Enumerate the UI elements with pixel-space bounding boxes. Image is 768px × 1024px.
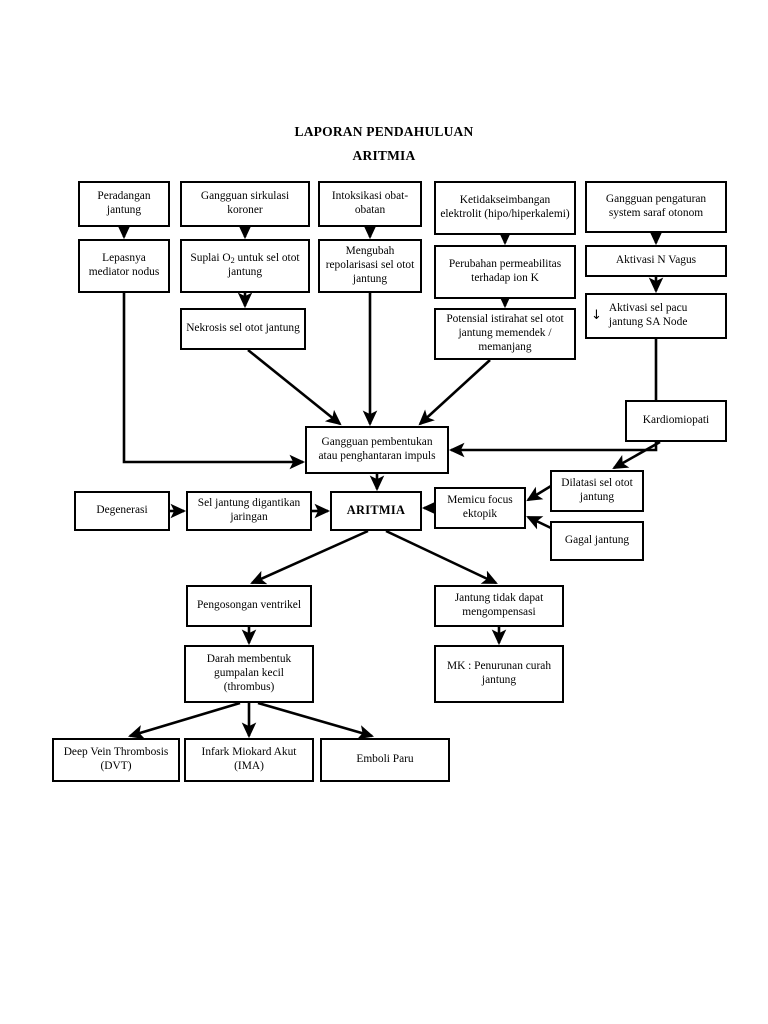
node-deep-vein-thrombosis[interactable]: Deep Vein Thrombosis (DVT) (52, 738, 180, 782)
node-label: Nekrosis sel otot jantung (186, 322, 300, 335)
node-aktivasi-n-vagus[interactable]: Aktivasi N Vagus (585, 245, 727, 277)
node-intoksikasi-obat-obatan[interactable]: Intoksikasi obat-obatan (318, 181, 422, 227)
node-mengubah-repolarisasi[interactable]: Mengubah repolarisasi sel otot jantung (318, 239, 422, 293)
node-lepasnya-mediator-nodus[interactable]: Lepasnya mediator nodus (78, 239, 170, 293)
node-gangguan-pembentukan-impuls[interactable]: Gangguan pembentukan atau penghantaran i… (305, 426, 449, 474)
page-subtitle: ARITMIA (352, 148, 416, 163)
node-label: Aktivasi sel pacu jantung SA Node (608, 302, 688, 328)
node-infark-miokard-akut[interactable]: Infark Miokard Akut (IMA) (184, 738, 314, 782)
node-label: Deep Vein Thrombosis (DVT) (63, 746, 169, 772)
node-label: Suplai O2 untuk sel otot jantung (190, 252, 300, 279)
node-label: Sel jantung digantikan jaringan (197, 497, 301, 523)
node-kardiomiopati[interactable]: Kardiomiopati (625, 400, 727, 442)
down-arrow-icon: ↓ (591, 308, 602, 324)
node-perubahan-permeabilitas-ion-k[interactable]: Perubahan permeabilitas terhadap ion K (434, 245, 576, 299)
node-label: Gangguan pembentukan atau penghantaran i… (318, 436, 436, 462)
node-gangguan-sirkulasi-koroner[interactable]: Gangguan sirkulasi koroner (180, 181, 310, 227)
node-aritmia[interactable]: ARITMIA (330, 491, 422, 531)
node-label: Emboli Paru (356, 753, 414, 766)
node-label: Lepasnya mediator nodus (88, 252, 160, 278)
node-gangguan-pengaturan-saraf-otonom[interactable]: Gangguan pengaturan system saraf otonom (585, 181, 727, 233)
node-jantung-tidak-dapat-mengompensasi[interactable]: Jantung tidak dapat mengompensasi (434, 585, 564, 627)
node-dilatasi-sel-otot-jantung[interactable]: Dilatasi sel otot jantung (550, 470, 644, 512)
node-label: Memicu focus ektopik (447, 494, 513, 520)
node-label: Darah membentuk gumpalan kecil (thrombus… (206, 653, 292, 693)
node-potensial-istirahat-sel[interactable]: Potensial istirahat sel otot jantung mem… (434, 308, 576, 360)
node-ketidakseimbangan-elektrolit[interactable]: Ketidakseimbangan elektrolit (hipo/hiper… (434, 181, 576, 235)
node-sel-jantung-digantikan-jaringan[interactable]: Sel jantung digantikan jaringan (186, 491, 312, 531)
node-label: Gagal jantung (564, 534, 630, 547)
node-label: Mengubah repolarisasi sel otot jantung (325, 245, 415, 285)
node-label: Infark Miokard Akut (IMA) (201, 746, 297, 772)
node-mk-penurunan-curah-jantung[interactable]: MK : Penurunan curah jantung (434, 645, 564, 703)
page-title: LAPORAN PENDAHULUAN (294, 124, 474, 139)
node-label: Degenerasi (96, 504, 148, 517)
node-label: Jantung tidak dapat mengompensasi (454, 592, 544, 618)
node-label: Ketidakseimbangan elektrolit (hipo/hiper… (440, 194, 570, 220)
node-gagal-jantung[interactable]: Gagal jantung (550, 521, 644, 561)
node-label: Kardiomiopati (642, 414, 710, 427)
node-label: Intoksikasi obat-obatan (331, 190, 409, 216)
node-darah-membentuk-gumpalan-thrombus[interactable]: Darah membentuk gumpalan kecil (thrombus… (184, 645, 314, 703)
node-label: Gangguan pengaturan system saraf otonom (605, 193, 707, 219)
node-label: Peradangan jantung (97, 190, 151, 216)
node-label: Dilatasi sel otot jantung (561, 477, 633, 503)
node-label: ARITMIA (346, 503, 406, 518)
node-label: Gangguan sirkulasi koroner (200, 190, 290, 216)
node-label: Perubahan permeabilitas terhadap ion K (448, 258, 562, 284)
node-peradangan-jantung[interactable]: Peradangan jantung (78, 181, 170, 227)
node-memicu-focus-ektopik[interactable]: Memicu focus ektopik (434, 487, 526, 529)
node-nekrosis-sel-otot-jantung[interactable]: Nekrosis sel otot jantung (180, 308, 306, 350)
node-emboli-paru[interactable]: Emboli Paru (320, 738, 450, 782)
node-label: Potensial istirahat sel otot jantung mem… (446, 313, 564, 353)
node-label: Pengosongan ventrikel (196, 599, 302, 612)
node-pengosongan-ventrikel[interactable]: Pengosongan ventrikel (186, 585, 312, 627)
node-label: MK : Penurunan curah jantung (446, 660, 552, 686)
node-label: Aktivasi N Vagus (615, 254, 697, 267)
node-degenerasi[interactable]: Degenerasi (74, 491, 170, 531)
node-aktivasi-sel-pacu-sa-node[interactable]: ↓ Aktivasi sel pacu jantung SA Node (585, 293, 727, 339)
node-suplai-o2-sel-otot-jantung[interactable]: Suplai O2 untuk sel otot jantung (180, 239, 310, 293)
